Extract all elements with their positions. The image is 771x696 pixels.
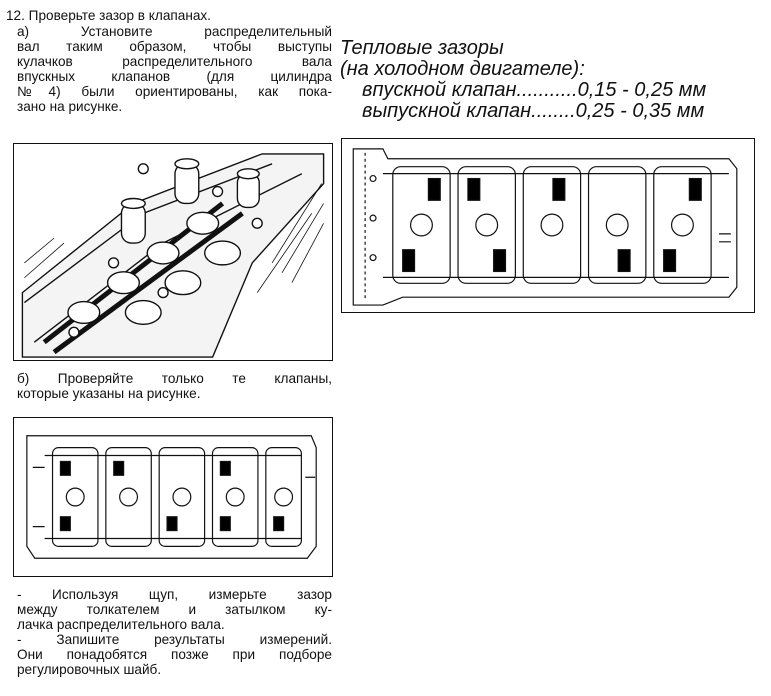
- intake-clearance-row: впускной клапан ........... 0,15 - 0,25 …: [340, 80, 765, 101]
- paragraph-c-line: регулировочных шайб.: [17, 662, 162, 677]
- head-top-view-large: [341, 138, 755, 313]
- clearance-spec: Тепловые зазоры (на холодном двигателе):…: [340, 38, 765, 122]
- exhaust-label: выпускной клапан: [362, 100, 532, 122]
- step-title: 12. Проверьте зазор в клапанах.: [6, 8, 211, 23]
- paragraph-a-line: №4) были ориентированы, как пока-: [17, 84, 332, 99]
- paragraph-c-line: между толкателем и затылком ку-: [17, 602, 332, 617]
- paragraph-a-line: кулачков распределительного вала: [17, 54, 332, 69]
- paragraph-a-line: вал таким образом, чтобы выступы: [17, 39, 332, 54]
- intake-dots: ...........: [516, 79, 578, 101]
- exhaust-value: 0,25 - 0,35 мм: [575, 100, 705, 122]
- camshaft-perspective-drawing: [21, 153, 325, 358]
- paragraph-c-line: Они понадобятся позже при подборе: [17, 647, 332, 662]
- camshaft-figure: [13, 143, 333, 361]
- paragraph-a-line: зано на рисунке.: [17, 99, 123, 114]
- exhaust-clearance-row: выпускной клапан ........ 0,25 - 0,35 мм: [340, 101, 765, 122]
- paragraph-a: а) Установите распределительный вал таки…: [17, 24, 332, 114]
- intake-label: впускной клапан: [362, 79, 517, 101]
- clearance-subtitle: (на холодном двигателе):: [340, 58, 585, 80]
- paragraph-c-line: лачка распределительного вала.: [17, 617, 225, 632]
- paragraph-c-line: - Запишите результаты измерений.: [17, 632, 332, 647]
- cylinder-head-top-view-drawing: [352, 148, 738, 306]
- exhaust-dots: ........: [531, 100, 576, 122]
- clearance-title: Тепловые зазоры: [340, 37, 504, 59]
- paragraph-a-line: а) Установите распределительный: [17, 24, 332, 39]
- cylinder-head-top-view-drawing: [26, 435, 317, 559]
- paragraph-b-line: которые указаны на рисунке.: [17, 386, 201, 401]
- paragraph-a-line: впускных клапанов (для цилиндра: [17, 69, 332, 84]
- paragraph-c-line: - Используя щуп, измерьте зазор: [17, 587, 332, 602]
- head-top-view-small: [13, 417, 333, 577]
- paragraph-b-line: б) Проверяйте только те клапаны,: [17, 371, 332, 386]
- paragraph-b: б) Проверяйте только те клапаны, которые…: [17, 371, 332, 401]
- intake-value: 0,15 - 0,25 мм: [577, 79, 707, 101]
- paragraph-c: - Используя щуп, измерьте зазор между то…: [17, 587, 332, 677]
